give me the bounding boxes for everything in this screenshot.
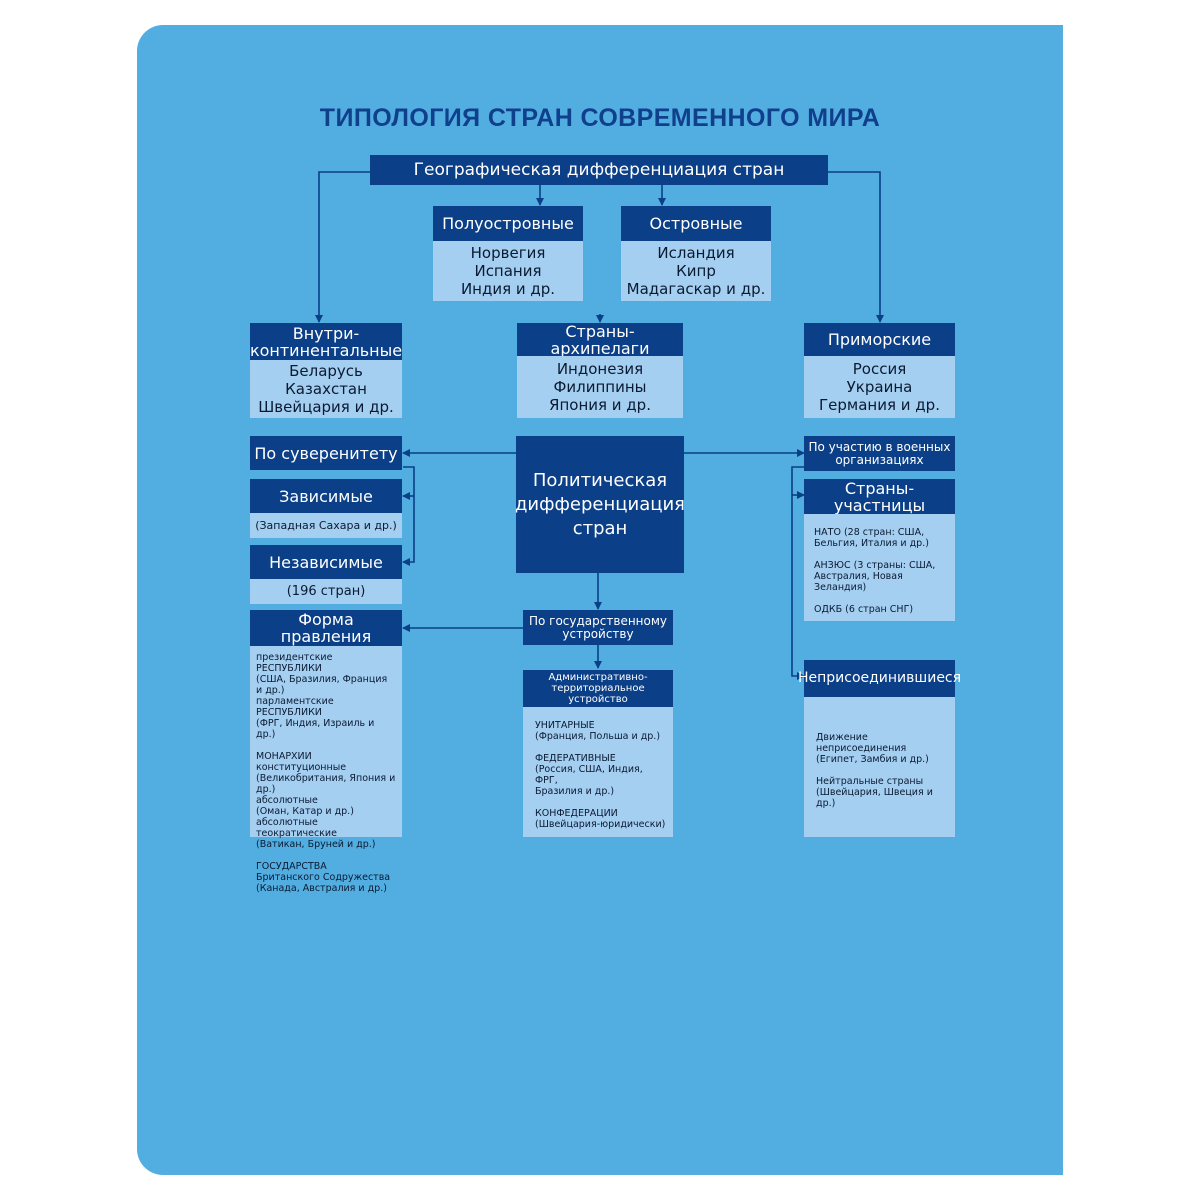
political-header: Политическая дифференциация стран bbox=[514, 436, 686, 573]
government-group: МОНАРХИИ конституционные (Великобритания… bbox=[256, 751, 396, 850]
list-item: Россия bbox=[852, 360, 907, 378]
text-line: (Ватикан, Бруней и др.) bbox=[256, 839, 376, 850]
text-line: ОДКБ (6 стран СНГ) bbox=[814, 604, 914, 615]
peninsular-title: Полуостровные bbox=[433, 206, 583, 241]
text-line: Бельгия, Италия и др.) bbox=[814, 538, 929, 549]
archipelago-title: Страны-архипелаги bbox=[517, 323, 683, 357]
nonaligned-title: Неприсоединившиеся bbox=[798, 660, 961, 697]
text-line: (США, Бразилия, Франция и др.) bbox=[256, 674, 388, 696]
text-line: (Швейцария-юридически) bbox=[535, 819, 666, 830]
list-item: Беларусь bbox=[289, 362, 363, 380]
list-item: Норвегия bbox=[470, 244, 546, 262]
participants-title: Страны-участницы bbox=[804, 479, 955, 514]
list-item: Германия и др. bbox=[819, 396, 940, 414]
text-line: УНИТАРНЫЕ bbox=[535, 720, 595, 731]
admin-title-line: Административно- bbox=[548, 672, 648, 683]
participants-group: ОДКБ (6 стран СНГ) bbox=[814, 604, 949, 615]
nonaligned-group: Нейтральные страны (Швейцария, Швеция и … bbox=[816, 776, 949, 809]
admin-body: УНИТАРНЫЕ (Франция, Польша и др.) ФЕДЕРА… bbox=[523, 707, 673, 837]
inland-title-line: континентальные bbox=[249, 340, 403, 360]
structure-title: По государственному устройству bbox=[523, 610, 673, 645]
list-item: Индонезия bbox=[556, 360, 644, 378]
list-item: Индия и др. bbox=[460, 280, 556, 298]
coastal-title: Приморские bbox=[804, 323, 955, 356]
list-item: Испания bbox=[474, 262, 542, 280]
text-line: ФЕДЕРАТИВНЫЕ bbox=[535, 753, 616, 764]
list-item: Казахстан bbox=[285, 380, 367, 398]
page-title: ТИПОЛОГИЯ СТРАН СОВРЕМЕННОГО МИРА bbox=[319, 104, 881, 132]
text-line: (Россия, США, Индия, ФРГ, bbox=[535, 764, 643, 786]
text-line: (Египет, Замбия и др.) bbox=[816, 754, 929, 765]
inland-title: Внутри- континентальные bbox=[250, 323, 402, 360]
text-line: (Канада, Австралия и др.) bbox=[256, 883, 387, 894]
peninsular-list: Норвегия Испания Индия и др. bbox=[433, 241, 583, 301]
text-line: (Франция, Польша и др.) bbox=[535, 731, 661, 742]
coastal-list: Россия Украина Германия и др. bbox=[804, 356, 955, 418]
list-item: Кипр bbox=[676, 262, 716, 280]
text-line: (Швейцария, Швеция и др.) bbox=[816, 787, 933, 809]
political-header-line: стран bbox=[572, 517, 628, 539]
government-title: Форма правления bbox=[250, 610, 402, 646]
list-item: Филиппины bbox=[553, 378, 647, 396]
participants-group: АНЗЮС (3 страны: США, Австралия, Новая З… bbox=[814, 560, 949, 593]
inland-list: Беларусь Казахстан Швейцария и др. bbox=[250, 360, 402, 418]
text-line: (ФРГ, Индия, Израиль и др.) bbox=[256, 718, 375, 740]
island-list: Исландия Кипр Мадагаскар и др. bbox=[621, 241, 771, 301]
political-header-line: дифференциация bbox=[514, 493, 686, 515]
text-line: (Великобритания, Япония и др.) bbox=[256, 773, 396, 795]
independent-title: Независимые bbox=[250, 545, 402, 579]
military-title-line: По участию в военных bbox=[808, 439, 951, 454]
geo-header: Географическая дифференциация стран bbox=[370, 155, 828, 185]
government-group: ГОСУДАРСТВА Британского Содружества (Кан… bbox=[256, 861, 396, 894]
structure-title-line: По государственному bbox=[528, 613, 668, 628]
text-line: АНЗЮС (3 страны: США, bbox=[814, 560, 936, 571]
structure-title-line: устройству bbox=[562, 626, 634, 641]
text-line: Бразилия и др.) bbox=[535, 786, 615, 797]
list-item: Украина bbox=[846, 378, 913, 396]
nonaligned-group: Движение неприсоединения (Египет, Замбия… bbox=[816, 732, 949, 765]
text-line: президентские РЕСПУБЛИКИ bbox=[256, 652, 333, 674]
dependent-title: Зависимые bbox=[250, 479, 402, 513]
text-line: Австралия, Новая Зеландия) bbox=[814, 571, 903, 593]
admin-group: ФЕДЕРАТИВНЫЕ (Россия, США, Индия, ФРГ, Б… bbox=[535, 753, 667, 797]
admin-group: УНИТАРНЫЕ (Франция, Польша и др.) bbox=[535, 720, 667, 742]
sovereignty-title: По суверенитету bbox=[250, 436, 402, 470]
text-line: абсолютные теократические bbox=[256, 817, 337, 839]
text-line: НАТО (28 стран: США, bbox=[814, 527, 925, 538]
list-item: Исландия bbox=[657, 244, 735, 262]
inland-title-line: Внутри- bbox=[292, 323, 360, 343]
dependent-note: (Западная Сахара и др.) bbox=[250, 513, 402, 538]
nonaligned-body: Движение неприсоединения (Египет, Замбия… bbox=[804, 697, 955, 837]
text-line: КОНФЕДЕРАЦИИ bbox=[535, 808, 618, 819]
military-title: По участию в военных организациях bbox=[804, 436, 955, 471]
text-line: парламентские РЕСПУБЛИКИ bbox=[256, 696, 334, 718]
government-group: президентские РЕСПУБЛИКИ (США, Бразилия,… bbox=[256, 652, 396, 740]
list-item: Мадагаскар и др. bbox=[626, 280, 766, 298]
text-line: конституционные bbox=[256, 762, 347, 773]
text-line: абсолютные bbox=[256, 795, 318, 806]
admin-title-line: территориальное bbox=[551, 683, 645, 694]
participants-group: НАТО (28 стран: США, Бельгия, Италия и д… bbox=[814, 527, 949, 549]
text-line: неприсоединения bbox=[816, 743, 907, 754]
military-title-line: организациях bbox=[835, 452, 924, 467]
political-header-line: Политическая bbox=[532, 469, 668, 491]
text-line: Нейтральные страны bbox=[816, 776, 924, 787]
admin-group: КОНФЕДЕРАЦИИ (Швейцария-юридически) bbox=[535, 808, 667, 830]
admin-title: Административно- территориальное устройс… bbox=[523, 670, 673, 707]
text-line: (Оман, Катар и др.) bbox=[256, 806, 354, 817]
island-title: Островные bbox=[621, 206, 771, 241]
independent-note: (196 стран) bbox=[250, 579, 402, 604]
text-line: МОНАРХИИ bbox=[256, 751, 312, 762]
text-line: Британского Содружества bbox=[256, 872, 391, 883]
list-item: Швейцария и др. bbox=[258, 398, 394, 416]
text-line: Движение bbox=[816, 732, 868, 743]
admin-title-line: устройство bbox=[568, 694, 628, 705]
government-body: президентские РЕСПУБЛИКИ (США, Бразилия,… bbox=[250, 646, 402, 894]
text-line: ГОСУДАРСТВА bbox=[256, 861, 327, 872]
participants-body: НАТО (28 стран: США, Бельгия, Италия и д… bbox=[804, 514, 955, 621]
archipelago-list: Индонезия Филиппины Япония и др. bbox=[517, 356, 683, 418]
list-item: Япония и др. bbox=[549, 396, 651, 414]
